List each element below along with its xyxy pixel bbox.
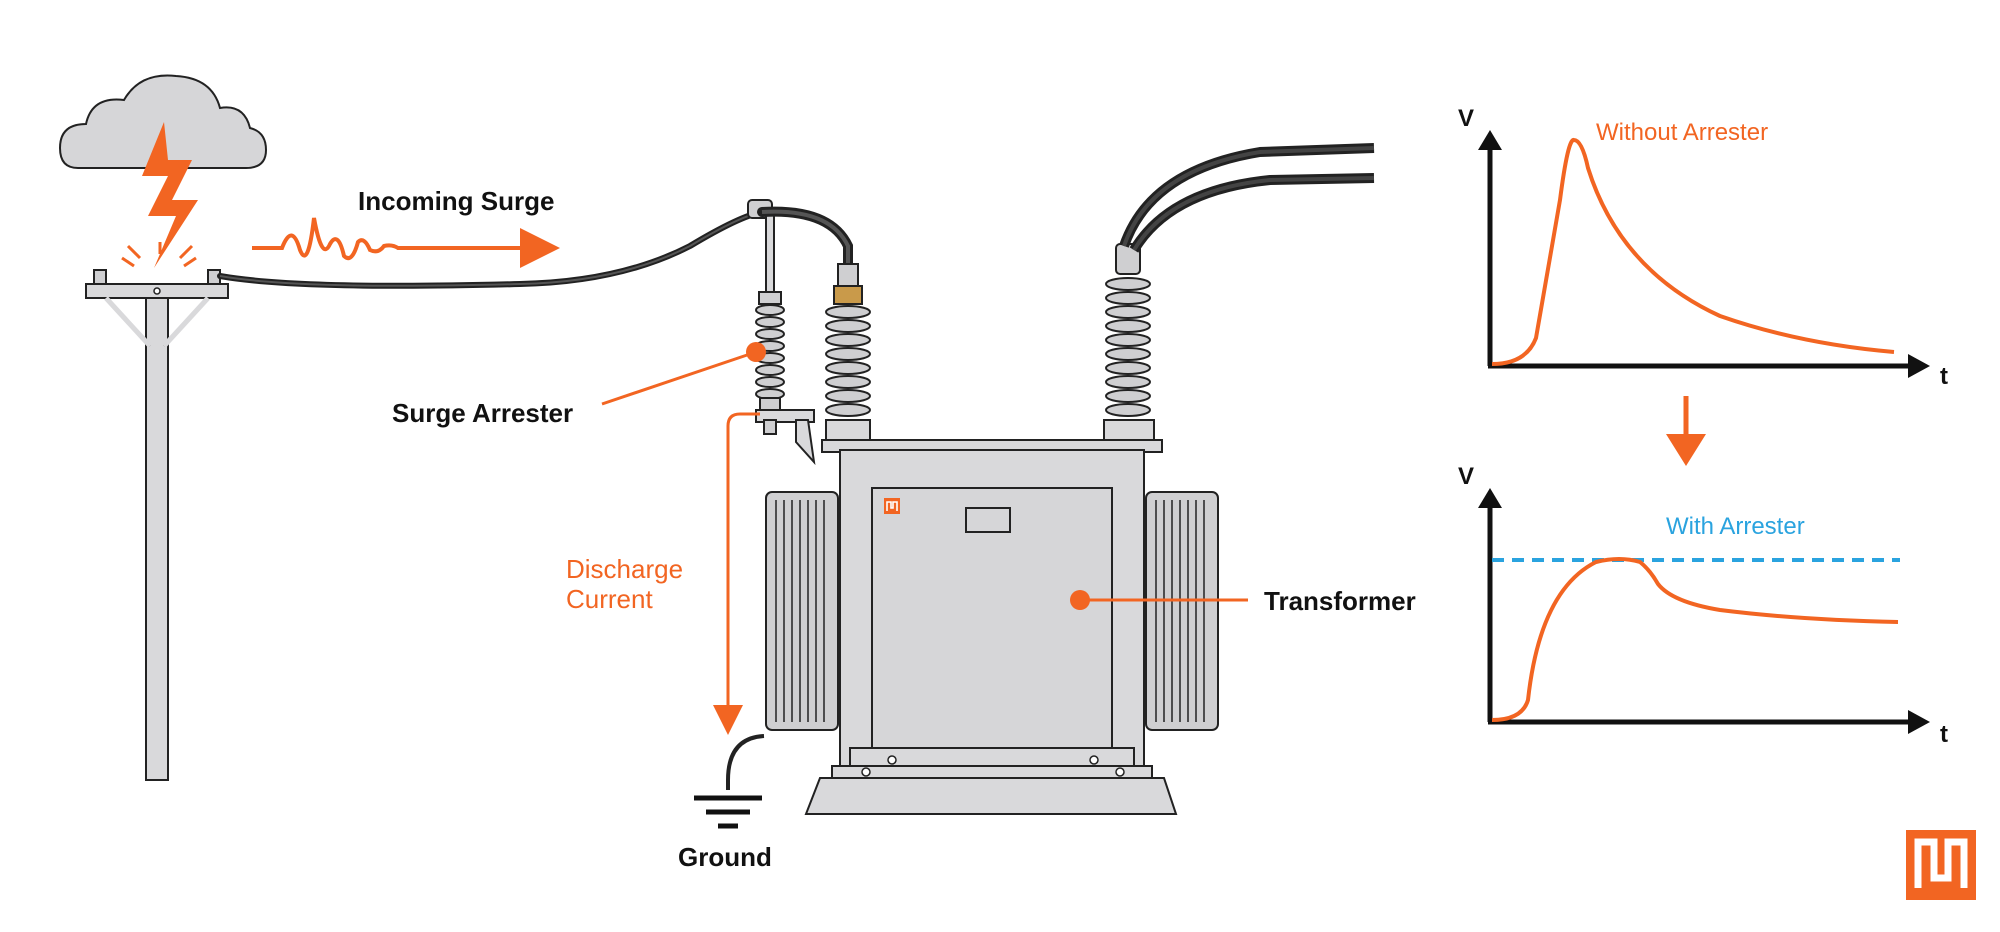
lightning-bolt-icon bbox=[121, 122, 198, 268]
utility-pole bbox=[85, 269, 229, 781]
cloud-icon bbox=[58, 74, 268, 169]
hv-bushing-right bbox=[1103, 243, 1155, 441]
output-cables bbox=[1119, 143, 1375, 248]
graph-without-arrester bbox=[1478, 130, 1930, 378]
hv-bushing-left bbox=[825, 263, 871, 441]
ground-label: Ground bbox=[678, 842, 772, 872]
surge-arrester bbox=[747, 199, 816, 466]
incoming-surge-arrow bbox=[252, 217, 560, 268]
graph-with-arrester bbox=[1478, 488, 1930, 734]
graph-top-x-axis-label: t bbox=[1940, 363, 1948, 390]
surge-arrester-callout-dot bbox=[746, 342, 766, 362]
graph-bottom-series-label: With Arrester bbox=[1666, 513, 1805, 540]
graph-top-series-label: Without Arrester bbox=[1596, 119, 1768, 146]
transformer-label: Transformer bbox=[1264, 586, 1416, 616]
transformer-callout-dot bbox=[1070, 590, 1090, 610]
transition-arrow bbox=[1666, 396, 1706, 466]
discharge-current-label-line2: Current bbox=[566, 584, 653, 614]
transformer bbox=[765, 439, 1219, 815]
graph-top-y-axis-label: V bbox=[1458, 105, 1474, 132]
logo-icon bbox=[1906, 830, 1976, 900]
discharge-current-label-line1: Discharge bbox=[566, 554, 683, 584]
transformer-badge-icon bbox=[884, 498, 900, 514]
incoming-surge-label: Incoming Surge bbox=[358, 186, 554, 216]
ground-symbol-icon bbox=[694, 795, 762, 829]
discharge-current-arrow bbox=[713, 412, 760, 735]
graph-bottom-x-axis-label: t bbox=[1940, 721, 1948, 748]
surge-arrester-label: Surge Arrester bbox=[392, 398, 573, 428]
graph-bottom-y-axis-label: V bbox=[1458, 463, 1474, 490]
